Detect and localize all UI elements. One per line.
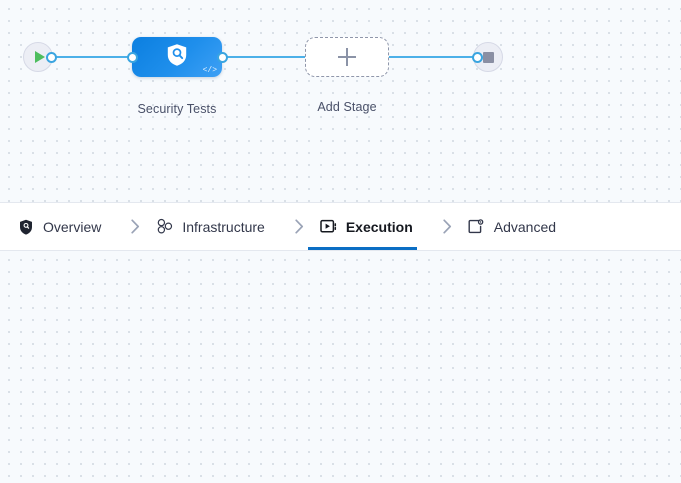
stage-code-badge: </> [202,66,217,75]
port-stage-in[interactable] [127,51,138,63]
stop-icon [482,51,494,63]
tab-label-overview: Overview [43,218,102,235]
tab-label-advanced: Advanced [493,218,557,235]
stage-canvas[interactable]: </> Security Tests Add Stage [0,0,681,202]
stage-node-security-tests[interactable]: </> [132,37,222,77]
add-stage-button[interactable] [305,37,389,77]
wire-addstage-to-end [389,56,477,58]
stage-label-security-tests: Security Tests [137,102,217,116]
add-stage-label: Add Stage [317,100,377,114]
advanced-gear-icon [468,218,485,235]
play-icon [34,51,45,63]
play-box-icon [320,218,337,235]
tab-infrastructure[interactable]: Infrastructure [156,203,278,250]
chevron-right-icon-2 [279,203,320,250]
tab-advanced[interactable]: Advanced [468,203,570,250]
tab-label-infrastructure: Infrastructure [182,218,265,235]
infrastructure-icon [156,218,173,235]
chevron-right-icon-1 [115,203,156,250]
shield-icon [17,218,34,235]
execution-canvas[interactable]: </> </> [0,251,681,483]
stage-config-tabs: Overview Infrastructure [0,202,681,251]
chevron-right-icon-3 [427,203,468,250]
shield-search-icon [166,43,188,72]
wire-start-to-stage [46,56,138,58]
plus-icon [338,48,356,66]
tab-label-execution: Execution [345,218,413,235]
wire-stage-to-addstage [222,56,306,58]
port-start-out[interactable] [46,51,57,63]
tab-overview[interactable]: Overview [17,203,115,250]
tab-execution[interactable]: Execution [307,203,427,250]
port-stage-out[interactable] [217,51,228,63]
port-end-in[interactable] [472,51,483,63]
